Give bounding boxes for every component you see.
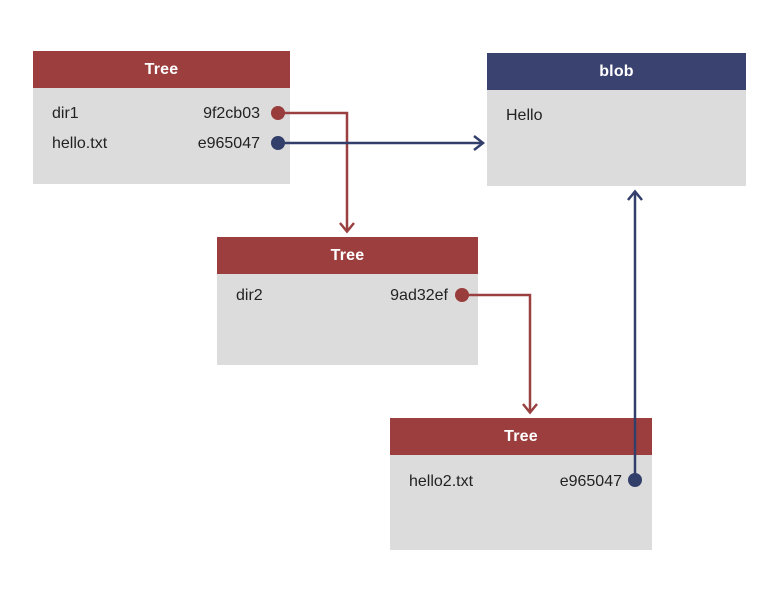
entry-hash: 9ad32ef xyxy=(390,287,448,304)
entry-name: dir1 xyxy=(52,105,79,122)
tree-node-header: Tree xyxy=(217,237,478,274)
arrowhead-down-icon xyxy=(522,403,538,415)
tree-node-header: Tree xyxy=(390,418,652,455)
blob-node-body: Hello xyxy=(487,90,746,186)
blob-content-row: Hello xyxy=(487,101,746,131)
tree-node-header: Tree xyxy=(33,51,290,88)
node-tree-root: Tree dir1 9f2cb03 hello.txt e965047 xyxy=(33,51,290,184)
node-tree-bot: Tree hello2.txt e965047 xyxy=(390,418,652,550)
tree-row-dir1: dir1 9f2cb03 xyxy=(33,99,290,129)
entry-name: hello2.txt xyxy=(409,473,474,490)
entry-hash: e965047 xyxy=(559,473,622,490)
tree-row-hello-txt: hello.txt e965047 xyxy=(33,129,290,159)
tree-row-dir2: dir2 9ad32ef xyxy=(217,281,478,311)
tree-node-body: hello2.txt e965047 xyxy=(390,455,652,550)
blob-node-header: blob xyxy=(487,53,746,90)
entry-name: dir2 xyxy=(236,287,263,304)
node-blob: blob Hello xyxy=(487,53,746,186)
tree-row-hello2-txt: hello2.txt e965047 xyxy=(390,467,652,497)
tree-node-body: dir2 9ad32ef xyxy=(217,274,478,365)
entry-name: hello.txt xyxy=(52,135,108,152)
arrowhead-down-icon xyxy=(339,222,355,234)
tree-node-body: dir1 9f2cb03 hello.txt e965047 xyxy=(33,88,290,184)
arrowhead-up-icon xyxy=(627,189,643,201)
node-tree-mid: Tree dir2 9ad32ef xyxy=(217,237,478,365)
entry-hash: e965047 xyxy=(197,135,260,152)
entry-hash: 9f2cb03 xyxy=(203,105,260,122)
arrowhead-right-icon xyxy=(473,135,486,151)
blob-content: Hello xyxy=(506,107,543,124)
